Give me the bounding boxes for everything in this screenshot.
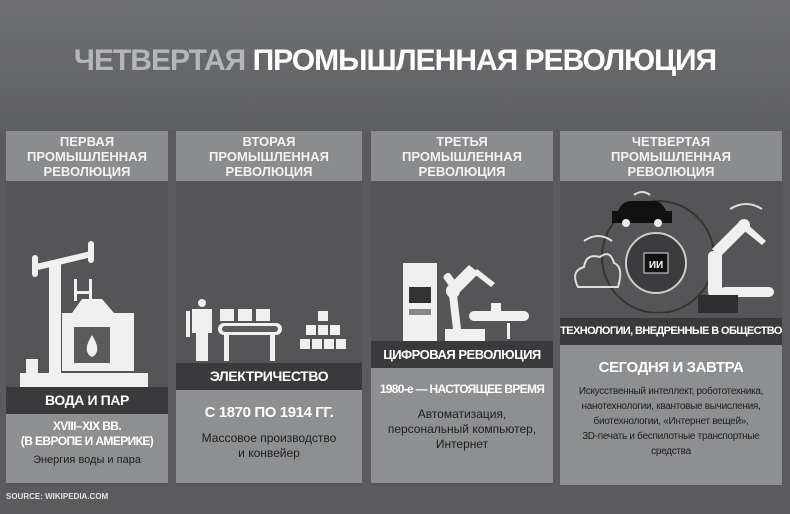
period: 1980-е — НАСТОЯЩЕЕ ВРЕМЯ (379, 382, 545, 396)
title-band (0, 0, 790, 130)
description: Энергия воды и пара (33, 454, 141, 466)
column-info-box: С 1870 ПО 1914 ГГ. Массовое производство… (176, 390, 362, 483)
description: Автоматизация,персональный компьютер,Инт… (387, 407, 537, 451)
period: СЕГОДНЯ И ЗАВТРА (598, 359, 744, 376)
column-info-box: 1980-е — НАСТОЯЩЕЕ ВРЕМЯ Автоматизация,п… (371, 368, 553, 483)
autonomous-car-icon (612, 191, 672, 227)
title-part-2: ПРОМЫШЛЕННАЯ РЕВОЛЮЦИЯ (252, 44, 718, 77)
technology-ai-icon: ИИ (574, 191, 774, 313)
column-label: ВОДА И ПАР (6, 387, 168, 414)
column-info-box: СЕГОДНЯ И ЗАВТРА Искусственный интеллект… (560, 345, 782, 485)
steam-engine-icon (20, 241, 148, 387)
computer-robot-arm-icon (403, 263, 529, 341)
column-label: ЦИФРОВАЯ РЕВОЛЮЦИЯ (371, 341, 553, 368)
description: Искусственный интеллект, робототехника,н… (578, 386, 764, 457)
cloud-icon (574, 235, 622, 288)
column-label: ТЕХНОЛОГИИ, ВНЕДРЕННЫЕ В ОБЩЕСТВО (560, 318, 782, 345)
brain-chip-icon: ИИ (625, 232, 687, 294)
period: С 1870 ПО 1914 ГГ. (204, 404, 334, 421)
period: XVIII–XIX ВВ.(В ЕВРОПЕ И АМЕРИКЕ) (20, 419, 154, 448)
column-label: ЭЛЕКТРИЧЕСТВО (176, 363, 362, 390)
source-credit: SOURCE: WIKIPEDIA.COM (6, 492, 109, 501)
title-part-1: ЧЕТВЕРТАЯ (73, 44, 246, 77)
page-title: ЧЕТВЕРТАЯ ПРОМЫШЛЕННАЯ РЕВОЛЮЦИЯ (0, 44, 790, 78)
column-info-box: XVIII–XIX ВВ.(В ЕВРОПЕ И АМЕРИКЕ) Энерги… (6, 414, 168, 483)
chip-label: ИИ (649, 260, 663, 271)
assembly-line-icon (186, 299, 346, 361)
robot-arm-icon (698, 203, 774, 313)
